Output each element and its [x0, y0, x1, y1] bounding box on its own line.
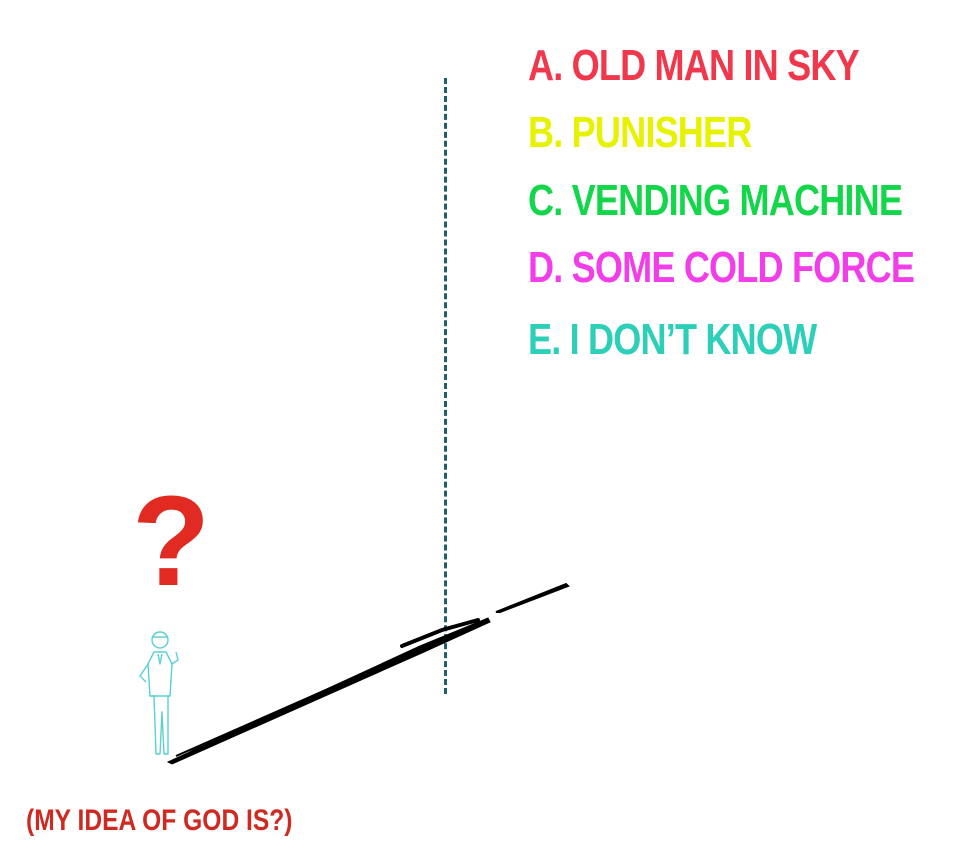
- option-c: C. VENDING MACHINE: [528, 176, 903, 225]
- option-e: E. I DON’T KNOW: [528, 315, 817, 364]
- caption-text: (MY IDEA OF GOD IS?): [26, 804, 293, 837]
- question-mark-icon: ?: [132, 470, 211, 613]
- shadow-streak-icon: [166, 582, 570, 765]
- option-d: D. SOME COLD FORCE: [528, 243, 915, 292]
- option-b: B. PUNISHER: [528, 108, 752, 157]
- dashed-divider-line: [444, 78, 447, 694]
- option-a: A. OLD MAN IN SKY: [528, 41, 860, 90]
- person-outline-icon: [139, 631, 179, 755]
